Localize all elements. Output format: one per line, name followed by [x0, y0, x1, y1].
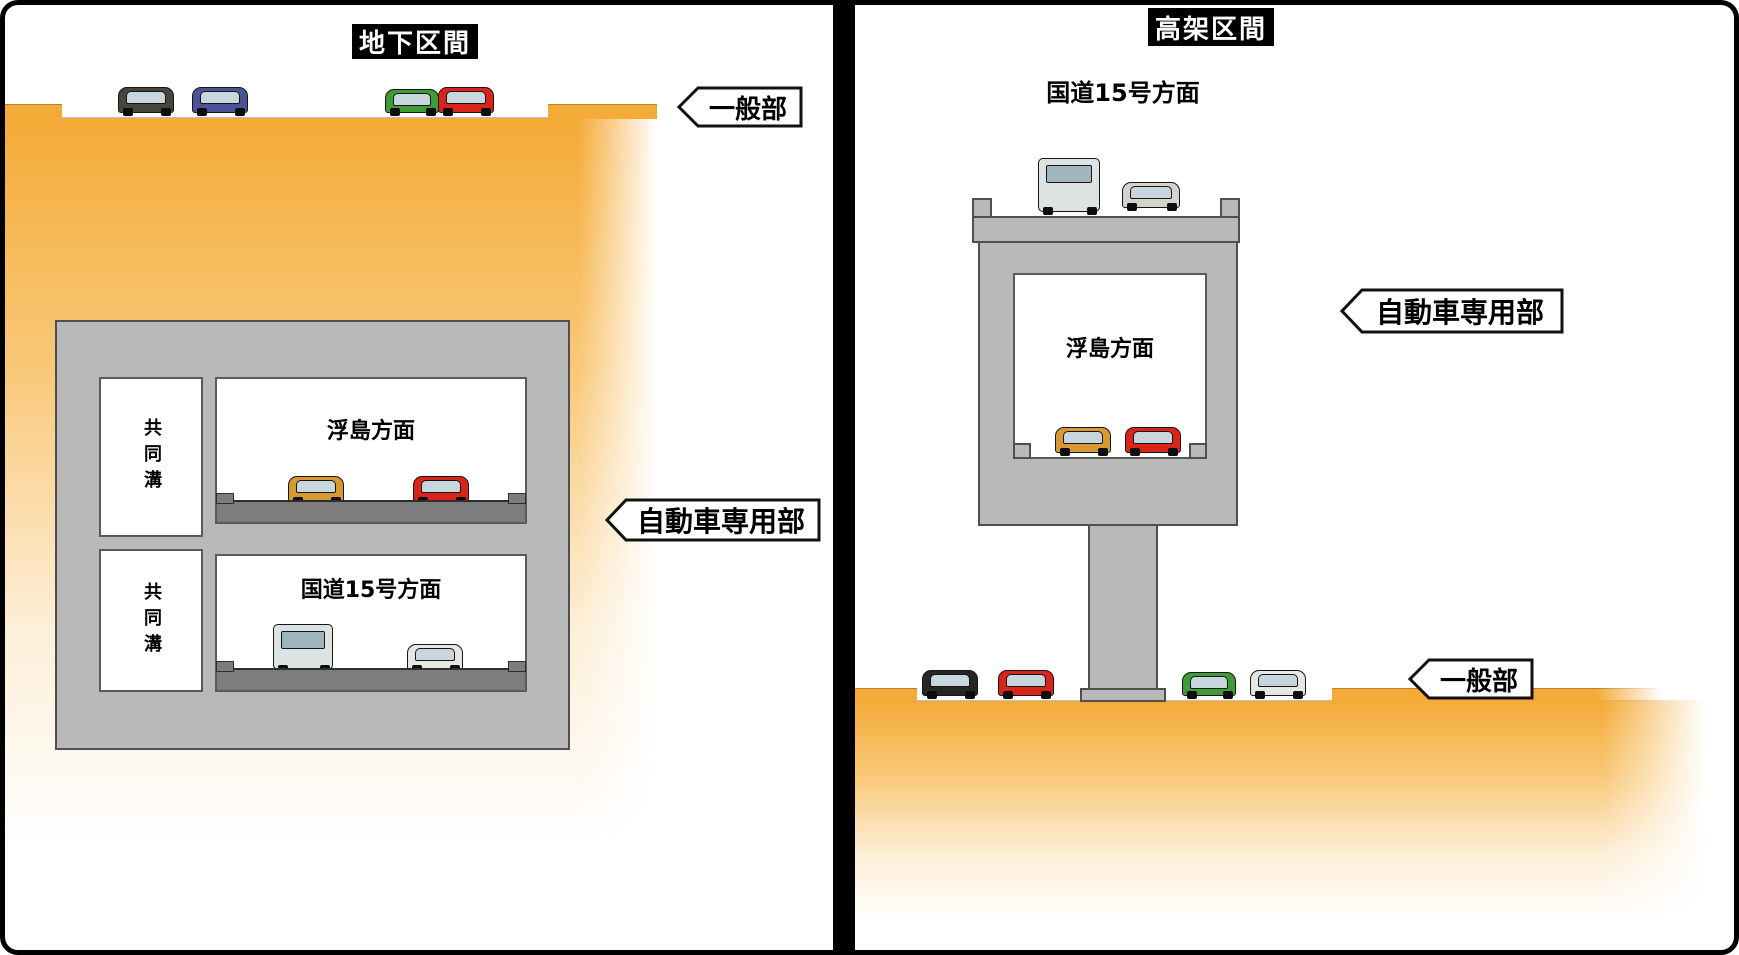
underground-section-title-text: 地下区間 — [358, 29, 471, 59]
car-icon — [118, 87, 174, 116]
underground-box-structure: 共同溝 共同溝 浮島方面 国道15号方面 — [55, 320, 570, 750]
general-section-callout-left: 一般部 — [677, 86, 803, 128]
elevated-upper-roadway-label: 国道15号方面 — [1028, 75, 1218, 107]
car-icon — [998, 670, 1054, 699]
auto-only-label: 自動車専用部 — [636, 505, 805, 538]
upper-roadway-label: 浮島方面 — [217, 413, 525, 445]
car-icon — [192, 87, 248, 116]
car-icon — [1125, 427, 1181, 456]
general-section-callout-right: 一般部 — [1408, 658, 1534, 700]
deck-slab — [972, 216, 1240, 243]
box-roadway-label-text: 浮島方面 — [1065, 337, 1154, 362]
inner-curb-left — [1013, 443, 1031, 459]
box-roadway-opening: 浮島方面 — [1013, 273, 1207, 459]
car-icon — [1055, 427, 1111, 456]
auto-only-callout-right: 自動車専用部 — [1340, 288, 1564, 334]
underground-panel: 地下区間 一般部 共同溝 共同溝 浮島方面 — [5, 5, 833, 950]
elevated-section-title: 高架区間 — [1148, 8, 1274, 46]
general-section-label: 一般部 — [708, 94, 787, 125]
pier-footing — [1080, 688, 1166, 702]
pier-column — [1088, 524, 1158, 700]
utility-duct-upper-cell: 共同溝 — [99, 377, 203, 537]
car-icon — [438, 87, 494, 116]
upper-roadway-label-text: 浮島方面 — [326, 419, 415, 444]
inner-curb-right — [1189, 443, 1207, 459]
car-icon — [922, 670, 978, 699]
lower-roadway-label-text: 国道15号方面 — [300, 578, 442, 603]
curb — [216, 661, 234, 672]
ground-fill-right — [855, 700, 1705, 950]
curb — [508, 661, 526, 672]
callout-arrow-shape — [1340, 288, 1564, 334]
car-icon — [385, 89, 439, 116]
box-roadway-label: 浮島方面 — [1015, 331, 1205, 363]
curb — [216, 493, 234, 504]
underground-section-title: 地下区間 — [352, 24, 478, 59]
utility-duct-lower-label: 共同溝 — [141, 581, 162, 660]
ground-shoulder-right-left — [855, 688, 917, 702]
ground-shoulder-right — [548, 104, 657, 119]
elevated-section-title-text: 高架区間 — [1154, 14, 1267, 45]
car-icon — [1182, 672, 1236, 699]
elevated-panel: 高架区間 国道15号方面 浮島方面 自動車専用部 — [5, 5, 1734, 950]
utility-duct-lower-cell: 共同溝 — [99, 549, 203, 692]
car-icon — [407, 644, 463, 673]
callout-arrow-shape — [1408, 658, 1534, 700]
general-section-label-right: 一般部 — [1439, 666, 1518, 697]
auto-only-label-right: 自動車専用部 — [1375, 296, 1544, 329]
callout-arrow-shape — [677, 86, 803, 128]
panel-divider — [833, 5, 855, 950]
auto-only-callout-left: 自動車専用部 — [605, 498, 821, 542]
car-icon — [1122, 182, 1180, 211]
curb — [508, 493, 526, 504]
callout-arrow-shape — [605, 498, 821, 542]
lower-roadway-label: 国道15号方面 — [217, 572, 525, 604]
ground-shoulder-left — [5, 104, 62, 119]
upper-roadway-deck — [217, 500, 525, 522]
upper-roadway-cell: 浮島方面 — [215, 377, 527, 524]
car-icon — [1250, 670, 1306, 699]
utility-duct-upper-label: 共同溝 — [141, 418, 162, 496]
lower-roadway-deck — [217, 668, 525, 690]
truck-icon — [1038, 158, 1100, 215]
car-icon — [413, 476, 469, 505]
box-girder-structure: 浮島方面 — [978, 241, 1238, 526]
lower-roadway-cell: 国道15号方面 — [215, 554, 527, 692]
elevated-upper-roadway-label-text: 国道15号方面 — [1046, 78, 1200, 107]
